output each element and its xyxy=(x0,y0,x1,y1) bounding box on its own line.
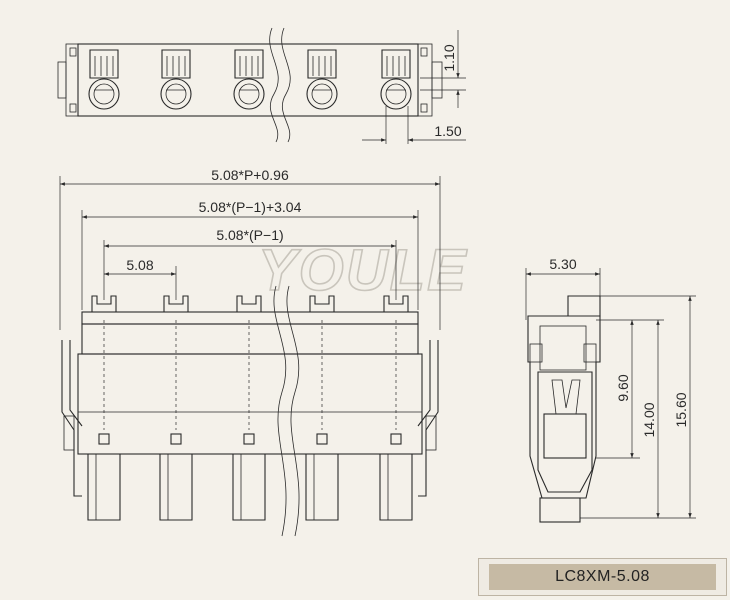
terminal-pin xyxy=(232,454,266,521)
screw-hole xyxy=(380,78,412,110)
terminal-box xyxy=(161,49,191,79)
screw-head xyxy=(238,83,260,105)
front-view-top-rail xyxy=(81,311,419,325)
front-terminal xyxy=(87,295,121,521)
terminal-box xyxy=(234,49,264,79)
top-view-terminals xyxy=(88,49,412,110)
top-view-notch xyxy=(69,47,77,57)
screw-head xyxy=(311,83,333,105)
terminal-pin xyxy=(87,454,121,521)
front-terminal xyxy=(232,295,266,521)
top-dim-height-label: 1.10 xyxy=(441,44,457,71)
part-number-label: LC8XM-5.08 xyxy=(489,564,716,590)
front-view-break-line xyxy=(286,285,300,537)
screw-hole xyxy=(88,78,120,110)
top-view-break-line xyxy=(281,27,291,143)
top-view-notch xyxy=(420,47,428,57)
side-dim-width-label: 5.30 xyxy=(549,256,576,272)
front-terminal xyxy=(305,295,339,521)
front-view-upper-body xyxy=(81,323,419,355)
terminal-box xyxy=(307,49,337,79)
terminal-pin xyxy=(305,454,339,521)
side-view-screw-cavity xyxy=(543,413,587,459)
front-terminal xyxy=(379,295,413,521)
dim-total-label: 5.08*P+0.96 xyxy=(211,167,289,183)
side-view-top-block xyxy=(567,295,601,317)
top-view-right-tab xyxy=(431,61,443,99)
front-view-main-body xyxy=(77,353,423,455)
side-view-latch xyxy=(583,343,597,363)
top-view-break-line xyxy=(269,27,279,143)
side-view: 5.30 9.60 14.00 15.60 xyxy=(525,256,696,523)
top-terminal xyxy=(233,49,265,110)
terminal-window xyxy=(98,433,110,445)
top-terminal xyxy=(160,49,192,110)
top-terminal xyxy=(88,49,120,110)
side-dim-h2-label: 14.00 xyxy=(641,402,657,437)
terminal-window xyxy=(316,433,328,445)
terminal-box xyxy=(381,49,411,79)
top-view-left-tab xyxy=(57,61,67,99)
top-view: 1.10 1.50 xyxy=(57,27,466,144)
watermark: YOULE xyxy=(258,238,468,303)
terminal-spring xyxy=(386,56,406,76)
terminal-spring xyxy=(312,56,332,76)
screw-hole xyxy=(160,78,192,110)
side-view-inner-frame xyxy=(537,371,593,493)
screw-hole xyxy=(233,78,265,110)
top-terminal xyxy=(380,49,412,110)
terminal-box xyxy=(89,49,119,79)
pin-center-lines xyxy=(103,320,397,430)
latch-tab xyxy=(425,415,437,451)
terminal-window xyxy=(170,433,182,445)
front-view-terminals xyxy=(87,295,413,521)
side-view-contact-spring xyxy=(551,379,581,415)
terminal-spring xyxy=(94,56,114,76)
terminal-top-contact xyxy=(163,295,189,312)
top-view-notch xyxy=(69,103,77,113)
dim-inner-label: 5.08*(P−1) xyxy=(216,227,283,243)
screw-head xyxy=(165,83,187,105)
screw-head xyxy=(93,83,115,105)
terminal-window xyxy=(243,433,255,445)
terminal-spring xyxy=(166,56,186,76)
terminal-window xyxy=(390,433,402,445)
front-terminal xyxy=(159,295,193,521)
screw-hole xyxy=(306,78,338,110)
side-view-housing xyxy=(527,315,601,499)
terminal-pin xyxy=(379,454,413,521)
side-dim-h1-label: 9.60 xyxy=(615,374,631,401)
latch-tab xyxy=(63,415,75,451)
terminal-top-contact xyxy=(91,295,117,312)
top-view-notch xyxy=(420,103,428,113)
terminal-top-contact xyxy=(309,295,335,312)
terminal-pin xyxy=(159,454,193,521)
dim-mid-label: 5.08*(P−1)+3.04 xyxy=(199,199,302,215)
screw-head xyxy=(385,83,407,105)
top-view-right-flange xyxy=(417,43,433,117)
part-label-box: LC8XM-5.08 xyxy=(478,558,727,596)
front-view: 5.08*P+0.96 5.08*(P−1)+3.04 5.08*(P−1) 5… xyxy=(59,167,441,537)
side-dim-h3-label: 15.60 xyxy=(673,392,689,427)
top-terminal xyxy=(306,49,338,110)
dim-pitch-label: 5.08 xyxy=(126,257,153,273)
terminal-top-contact xyxy=(236,295,262,312)
side-view-window xyxy=(539,325,587,371)
front-view-break-line xyxy=(273,285,287,537)
right-latch xyxy=(417,340,439,497)
side-view-pin xyxy=(539,497,581,523)
top-dim-width-label: 1.50 xyxy=(434,123,461,139)
top-view-body xyxy=(77,43,419,117)
terminal-top-contact xyxy=(383,295,409,312)
side-view-latch xyxy=(529,343,543,363)
terminal-spring xyxy=(239,56,259,76)
left-latch xyxy=(61,340,83,497)
